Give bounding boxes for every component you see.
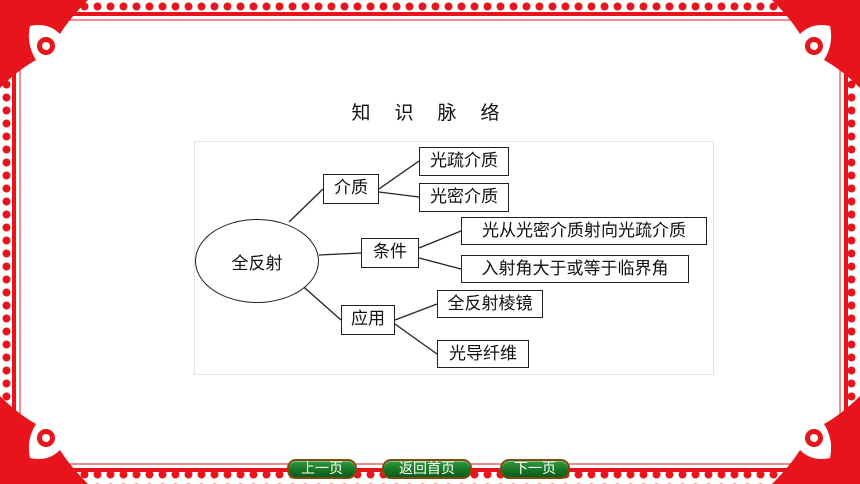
next-page-button[interactable]: 下一页	[500, 459, 570, 479]
home-page-button[interactable]: 返回首页	[382, 459, 472, 479]
leaf-node-optical-fiber: 光导纤维	[437, 340, 529, 368]
branch-node-condition: 条件	[361, 238, 419, 268]
leaf-node-dense-to-sparse: 光从光密介质射向光疏介质	[461, 217, 707, 245]
leaf-node-critical-angle: 入射角大于或等于临界角	[461, 255, 689, 283]
prev-page-button[interactable]: 上一页	[287, 459, 357, 479]
leaf-node-sparse-medium: 光疏介质	[419, 147, 509, 176]
page-title: 知 识 脉 络	[351, 102, 509, 124]
leaf-node-prism: 全反射棱镜	[437, 290, 543, 318]
branch-node-medium: 介质	[323, 174, 379, 204]
branch-node-application: 应用	[341, 305, 395, 335]
leaf-node-dense-medium: 光密介质	[419, 183, 509, 212]
root-node: 全反射	[195, 219, 319, 303]
mind-map-diagram: 全反射 介质 光疏介质 光密介质 条件 光从光密介质射向光疏介质 入射角大于或等…	[194, 141, 714, 375]
root-node-label: 全反射	[231, 253, 283, 274]
